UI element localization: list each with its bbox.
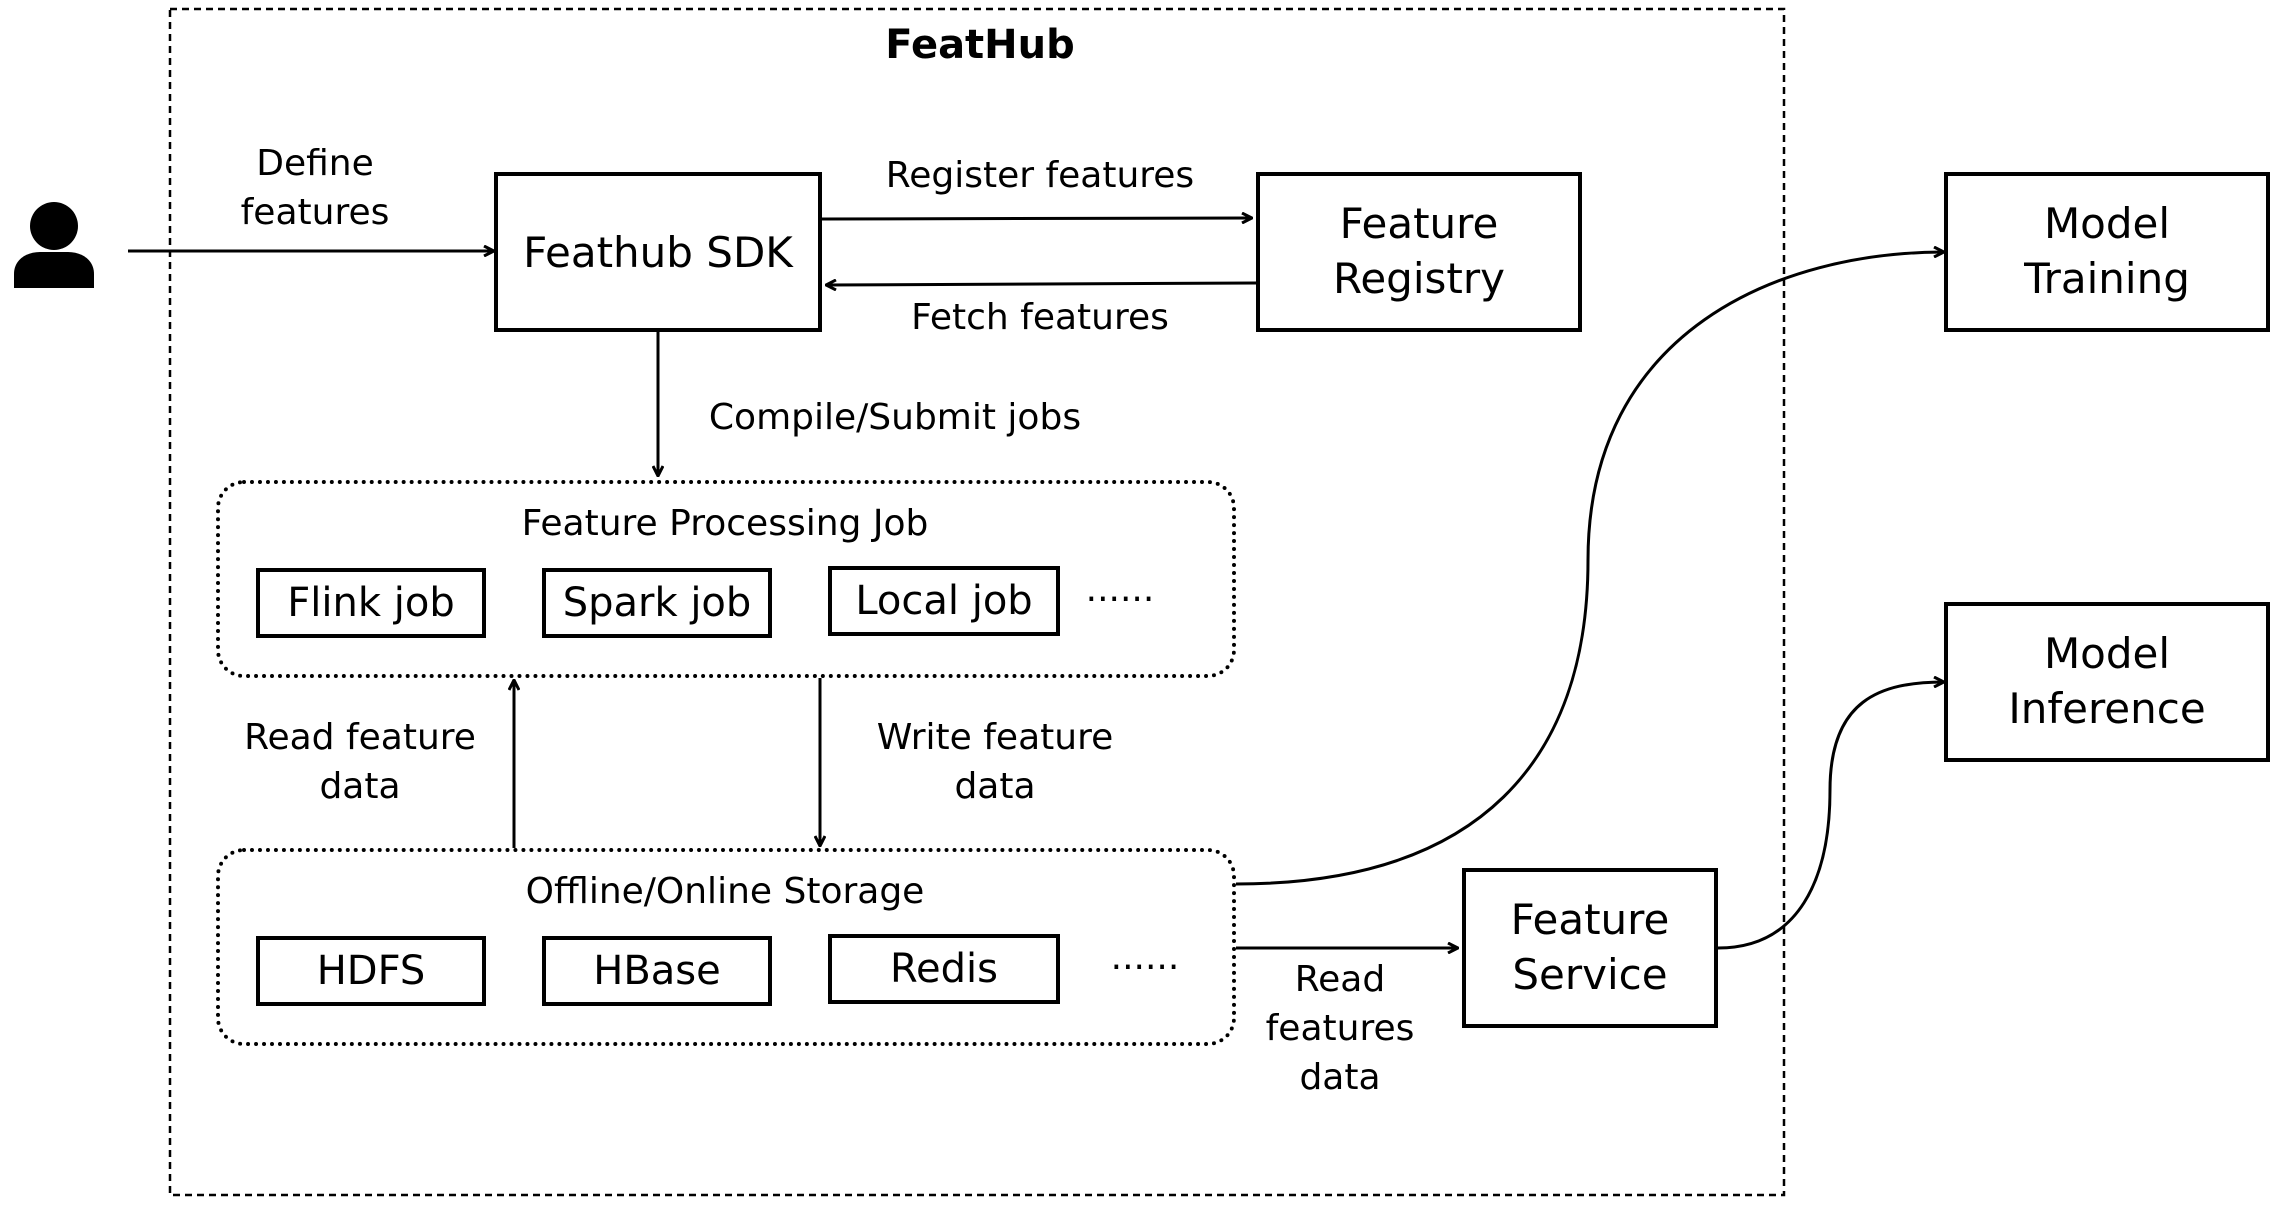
redis-box: Redis	[828, 934, 1060, 1004]
user-icon	[14, 202, 94, 288]
feathub-sdk-box: Feathub SDK	[494, 172, 822, 332]
read-feature-data-label: Read feature data	[244, 717, 476, 807]
feature-processing-job-group	[216, 480, 1236, 678]
flink-job-label: Flink job	[287, 580, 455, 626]
local-job-label: Local job	[855, 578, 1033, 624]
offline-online-storage-group	[216, 848, 1236, 1046]
compile-submit-label: Compile/Submit jobs	[708, 397, 1082, 438]
fetch-features-label: Fetch features	[911, 297, 1169, 338]
spark-job-label: Spark job	[562, 580, 752, 626]
model-inference-box: Model Inference	[1944, 602, 2270, 762]
feature-service-box: Feature Service	[1462, 868, 1718, 1028]
model-training-label: Model Training	[2024, 199, 2190, 303]
offline-online-storage-title: Offline/Online Storage	[525, 871, 925, 912]
fetch-features-arrow	[826, 283, 1257, 285]
spark-job-box: Spark job	[542, 568, 772, 638]
service-to-inference-curve	[1717, 682, 1944, 950]
hbase-label: HBase	[593, 948, 721, 994]
feathub-boundary	[168, 7, 1786, 1197]
storage-more-ellipsis: ......	[1110, 937, 1180, 978]
read-features-data-label: Read features data	[1265, 959, 1415, 1098]
hdfs-label: HDFS	[316, 948, 426, 994]
diagram-title: FeatHub	[885, 22, 1075, 68]
model-training-box: Model Training	[1944, 172, 2270, 332]
feature-registry-label: Feature Registry	[1333, 199, 1505, 303]
define-features-label: Define features	[240, 143, 390, 233]
hdfs-box: HDFS	[256, 936, 486, 1006]
feature-registry-box: Feature Registry	[1256, 172, 1582, 332]
local-job-box: Local job	[828, 566, 1060, 636]
flink-job-box: Flink job	[256, 568, 486, 638]
storage-to-training-curve	[1235, 252, 1944, 886]
feature-service-label: Feature Service	[1510, 895, 1670, 999]
write-feature-data-label: Write feature data	[876, 717, 1114, 807]
model-inference-label: Model Inference	[2008, 629, 2206, 733]
feathub-sdk-label: Feathub SDK	[523, 227, 793, 277]
hbase-box: HBase	[542, 936, 772, 1006]
feature-processing-job-title: Feature Processing Job	[521, 503, 929, 544]
processing-more-ellipsis: ......	[1085, 569, 1155, 610]
register-features-label: Register features	[885, 155, 1195, 196]
redis-label: Redis	[890, 946, 998, 992]
register-features-arrow	[821, 218, 1252, 219]
